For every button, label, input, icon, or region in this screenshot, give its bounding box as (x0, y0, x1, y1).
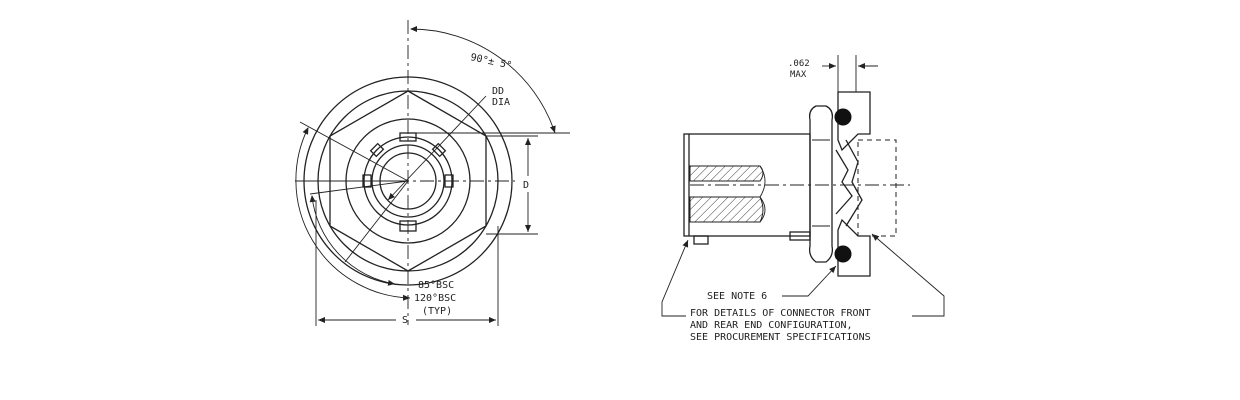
front-insert-profile-2 (845, 139, 863, 227)
radial-line-upper (299, 121, 409, 182)
o-ring-lower (834, 245, 852, 263)
gap-label-line1: .062 (788, 59, 810, 69)
d-label: D (523, 180, 529, 191)
o-ring-upper (834, 108, 852, 126)
cutaway-break-line (759, 165, 766, 223)
dd-label-line2: DIA (492, 97, 510, 108)
front-view: DD DIA 90°± 5° D 85°BSC 120°BSC (TYP) S (295, 20, 570, 326)
angle-90-arc (410, 26, 556, 134)
angle-120-label: 120°BSC (414, 293, 456, 304)
typ-label: (TYP) (422, 306, 452, 317)
details-line1: FOR DETAILS OF CONNECTOR FRONT (690, 308, 871, 319)
nut-side-profile (808, 105, 834, 263)
side-view: .062 MAX SEE NOTE 6 FOR DETAILS OF CONNE… (661, 55, 945, 343)
angle-85-arc (309, 195, 396, 286)
radial-line-bottom (344, 180, 409, 263)
note-label: SEE NOTE 6 (707, 291, 767, 302)
details-leader-left (661, 239, 689, 317)
front-insert-profile (835, 149, 853, 215)
dd-label-line1: DD (492, 86, 504, 97)
flange-upper (837, 91, 871, 152)
angle-85-label: 85°BSC (418, 280, 454, 291)
hidden-front-outline (857, 139, 897, 237)
note-leader (782, 265, 837, 297)
bottom-tab (693, 235, 709, 245)
cutaway-hatch-lower (689, 196, 764, 223)
radial-line-lower (309, 180, 409, 195)
details-leader-right (871, 233, 945, 317)
cutaway-hatch-upper (689, 165, 764, 182)
gap-label-line2: MAX (790, 70, 807, 80)
details-line2: AND REAR END CONFIGURATION, (690, 320, 853, 331)
dd-leader-line (387, 95, 487, 201)
details-line3: SEE PROCUREMENT SPECIFICATIONS (690, 332, 871, 343)
angle-90-label: 90°± 5° (469, 52, 513, 72)
s-label: S (402, 315, 408, 326)
